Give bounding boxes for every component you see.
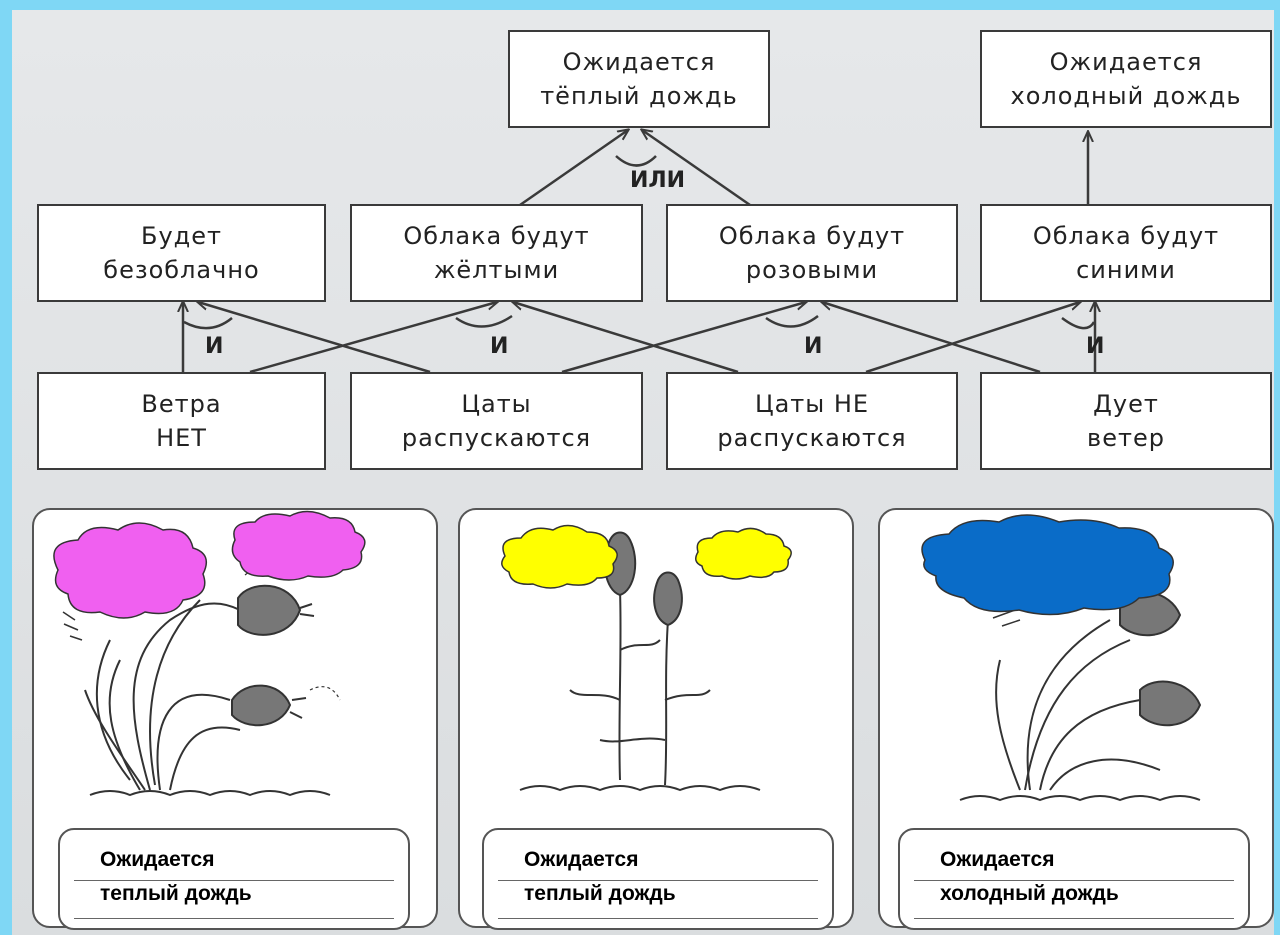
arrow-nowind-to-yellow	[249, 302, 497, 374]
arc-and-4	[1061, 316, 1096, 330]
node-wind-blows: Дует ветер	[980, 372, 1272, 470]
node-cloudless: Будет безоблачно	[37, 204, 326, 302]
arrow-open-to-pink	[561, 302, 806, 374]
answer-line	[498, 918, 818, 919]
node-flowers-open: Цаты распускаются	[350, 372, 643, 470]
frame-left	[0, 0, 12, 935]
node-pink-clouds: Облака будут розовыми	[666, 204, 958, 302]
frame-top	[0, 0, 1280, 10]
arrow-wind-to-pink	[822, 302, 1041, 374]
connector-or: ИЛИ	[630, 168, 686, 193]
arrow-notopen-to-yellow	[513, 302, 739, 374]
arc-and-3	[765, 315, 819, 328]
answer-box-1: Ожидается теплый дождь	[58, 828, 410, 930]
connector-and-4: И	[1086, 334, 1105, 359]
answer-text-line2: холодный дождь	[940, 882, 1119, 905]
connector-and-1: И	[205, 334, 224, 359]
arrow-pink-to-warm	[642, 130, 751, 207]
node-no-wind: Ветра НЕТ	[37, 372, 326, 470]
answer-text-line1: Ожидается	[100, 848, 215, 871]
answer-box-3: Ожидается холодный дождь	[898, 828, 1250, 930]
node-warm-rain: Ожидается тёплый дождь	[508, 30, 770, 128]
answer-text-line1: Ожидается	[940, 848, 1055, 871]
cloud-icon	[921, 514, 1174, 616]
node-blue-clouds: Облака будут синими	[980, 204, 1272, 302]
flower-icon	[62, 559, 341, 797]
arc-and-2	[455, 314, 513, 328]
node-flowers-not-open: Цаты НЕ распускаются	[666, 372, 958, 470]
node-yellow-clouds: Облака будут жёлтыми	[350, 204, 643, 302]
arrow-notopen-to-blue	[865, 302, 1080, 374]
connector-and-3: И	[804, 334, 823, 359]
connector-and-2: И	[490, 334, 509, 359]
cloud-icon	[501, 524, 792, 589]
answer-text-line2: теплый дождь	[100, 882, 252, 905]
arc-and-1	[183, 317, 233, 330]
arrow-open-to-cloudless	[198, 302, 431, 374]
answer-box-2: Ожидается теплый дождь	[482, 828, 834, 930]
answer-line	[74, 918, 394, 919]
arc-or	[615, 155, 657, 167]
answer-line	[914, 918, 1234, 919]
node-cold-rain: Ожидается холодный дождь	[980, 30, 1272, 128]
cloud-icon	[53, 510, 366, 619]
frame-right	[1274, 0, 1280, 935]
arrow-yellow-to-warm	[519, 130, 628, 207]
answer-line	[74, 880, 394, 881]
answer-line	[914, 880, 1234, 881]
answer-line	[498, 880, 818, 881]
flower-icon	[959, 591, 1202, 802]
answer-text-line1: Ожидается	[524, 848, 639, 871]
answer-text-line2: теплый дождь	[524, 882, 676, 905]
